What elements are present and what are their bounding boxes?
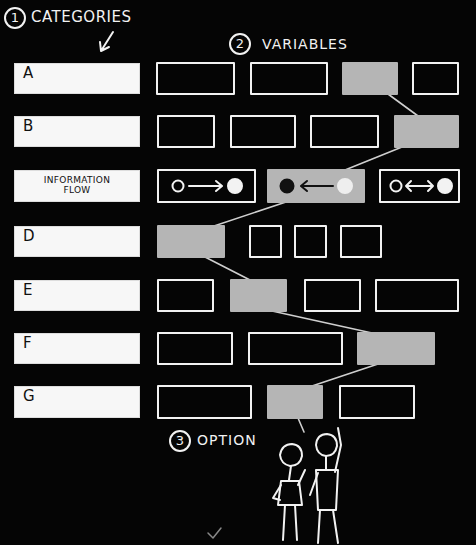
variable-row: [158, 280, 458, 311]
category-box-flow: INFORMATION FLOW: [14, 170, 140, 202]
callout-number: 1: [5, 8, 25, 28]
flow-symbol: [281, 179, 353, 193]
people-figures: [273, 428, 341, 543]
category-label: D: [23, 227, 35, 245]
section-heading: CATEGORIES: [31, 8, 132, 26]
section-heading: OPTION: [197, 432, 257, 448]
category-box: G: [14, 386, 140, 418]
number-circle: [170, 431, 190, 451]
category-label: F: [23, 334, 32, 352]
category-box: B: [14, 116, 140, 147]
flow-symbol: [391, 179, 453, 193]
callout-number: 2: [230, 34, 250, 54]
pointer-arrow: [100, 32, 113, 51]
variable-row: [158, 116, 458, 147]
variable-row: [158, 170, 459, 202]
callout-number: 3: [170, 431, 190, 451]
variable-row: [158, 333, 434, 364]
category-box: F: [14, 333, 140, 364]
category-box: A: [14, 63, 140, 94]
category-box: E: [14, 280, 140, 311]
check-mark: [208, 528, 221, 538]
section-heading: VARIABLES: [262, 36, 348, 52]
category-label: A: [23, 64, 33, 82]
category-label: G: [23, 387, 35, 405]
number-circle: [5, 8, 25, 28]
number-circle: [230, 34, 250, 54]
flow-symbol: [173, 179, 243, 193]
category-box: D: [14, 226, 140, 257]
variable-row: [158, 386, 414, 418]
category-label: E: [23, 281, 32, 299]
variable-row: [158, 226, 381, 257]
option-path: [205, 94, 418, 432]
variable-row: [157, 63, 458, 94]
category-label: INFORMATION FLOW: [42, 176, 112, 196]
category-label: B: [23, 117, 33, 135]
